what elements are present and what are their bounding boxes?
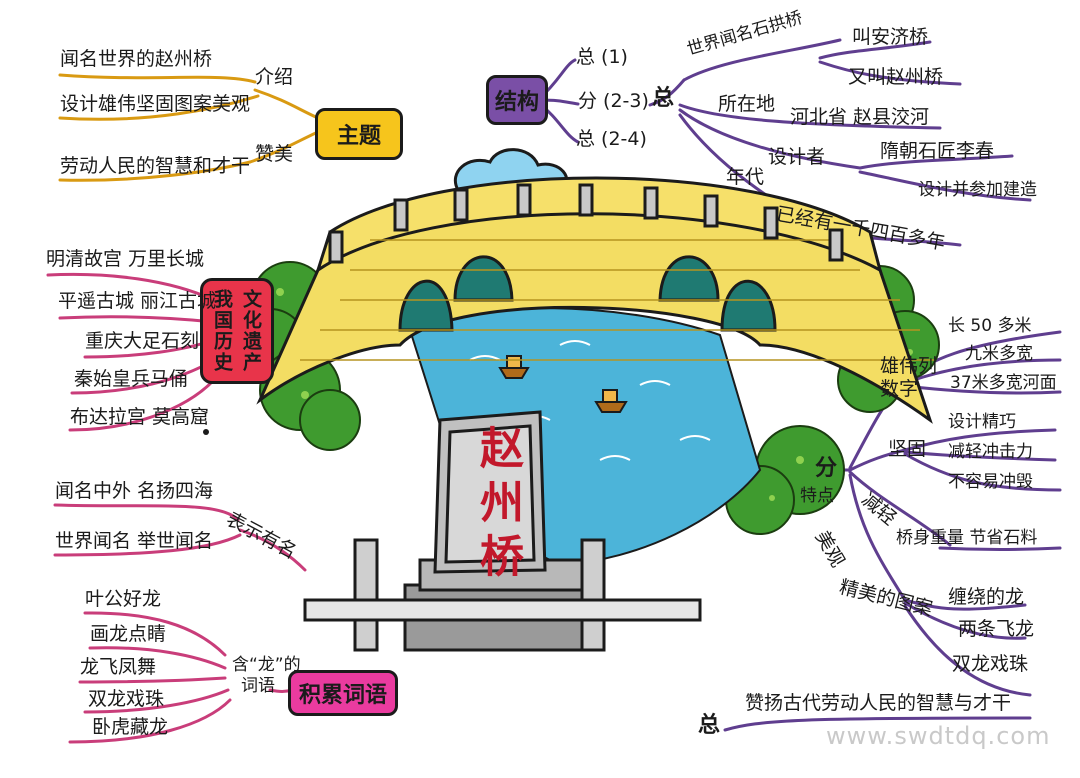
structure-name: 又叫赵州桥 (848, 66, 944, 88)
words-item: 双龙戏珠 (88, 688, 165, 710)
words-badge: 积累词语 (288, 670, 398, 716)
theme-intro-item: 设计雄伟坚固图案美观 (60, 93, 251, 115)
culture-item: 明清故宫 万里长城 (46, 248, 205, 270)
summary-text: 赞扬古代劳动人民的智慧与才干 (745, 692, 1012, 714)
structure-badge-label: 结构 (494, 90, 539, 115)
branch-lines (46, 38, 1062, 744)
features-solid-item: 不容易冲毁 (948, 472, 1033, 492)
words-dragon-label: 含“龙”的词语 (232, 655, 301, 697)
theme-badge-label: 主题 (336, 124, 381, 149)
words-item: 龙飞凤舞 (80, 656, 157, 678)
structure-location-val: 河北省 赵县洨河 (790, 106, 930, 128)
features-solid-item: 减轻冲击力 (948, 442, 1033, 462)
structure-badge: 结构 (486, 75, 548, 125)
features-light-item: 桥身重量 节省石料 (896, 528, 1038, 548)
structure-part: 总 (1) (576, 46, 628, 68)
watermark: www.swdtdq.com (826, 722, 1051, 750)
features-grand-item: 37米多宽河面 (950, 373, 1057, 393)
features-pattern-item: 两条飞龙 (958, 618, 1035, 640)
words-badge-label: 积累词语 (298, 683, 387, 708)
bridge (256, 176, 935, 424)
stele (303, 410, 702, 652)
culture-badge-col: 文化遗产 (240, 289, 262, 373)
features-solid: 坚固 (888, 438, 927, 460)
structure-part: 分 (2-3) (578, 90, 649, 112)
theme-intro-label: 介绍 (255, 66, 294, 88)
culture-item: 布达拉宫 莫高窟 (70, 406, 210, 428)
features-te-dian: 特点 (800, 486, 834, 506)
features-pattern-item: 缠绕的龙 (948, 586, 1025, 608)
structure-designer-val: 隋朝石匠李春 (880, 140, 995, 162)
theme-praise-item: 劳动人民的智慧和才干 (60, 155, 251, 177)
features-grand: 雄伟列数字 (880, 355, 938, 400)
fame-item: 世界闻名 举世闻名 (55, 530, 214, 552)
features-grand-item: 长 50 多米 (948, 316, 1032, 336)
culture-item: 重庆大足石刻 (85, 330, 200, 352)
features-pattern-item: 双龙戏珠 (952, 653, 1029, 675)
theme-badge: 主题 (315, 108, 403, 160)
structure-location-key: 所在地 (718, 93, 776, 115)
culture-item: 秦始皇兵马俑 (74, 368, 189, 390)
culture-badge: 文化遗产 我国历史 (200, 278, 274, 384)
stele-title: 赵州桥 (472, 425, 523, 587)
culture-badge-col: 我国历史 (211, 289, 233, 373)
words-item: 画龙点睛 (90, 623, 167, 645)
structure-zong: 总 (652, 86, 675, 111)
structure-name: 叫安济桥 (852, 26, 929, 48)
culture-item: 平遥古城 丽江古城 (58, 290, 217, 312)
structure-era-key: 年代 (726, 166, 765, 188)
fame-item: 闻名中外 名扬四海 (55, 480, 214, 502)
dot-icon (203, 429, 209, 435)
boats (498, 355, 628, 413)
theme-intro-item: 闻名世界的赵州桥 (60, 48, 213, 70)
words-item: 卧虎藏龙 (92, 716, 169, 738)
summary-zong: 总 (698, 713, 721, 738)
structure-designer-note: 设计并参加建造 (918, 180, 1037, 200)
features-grand-item: 九米多宽 (965, 344, 1033, 364)
theme-praise-label: 赞美 (255, 143, 294, 165)
structure-part: 总 (2-4) (576, 128, 647, 150)
words-item: 叶公好龙 (85, 588, 162, 610)
features-solid-item: 设计精巧 (948, 412, 1016, 432)
structure-designer-key: 设计者 (768, 146, 826, 168)
features-fen: 分 (815, 456, 838, 481)
